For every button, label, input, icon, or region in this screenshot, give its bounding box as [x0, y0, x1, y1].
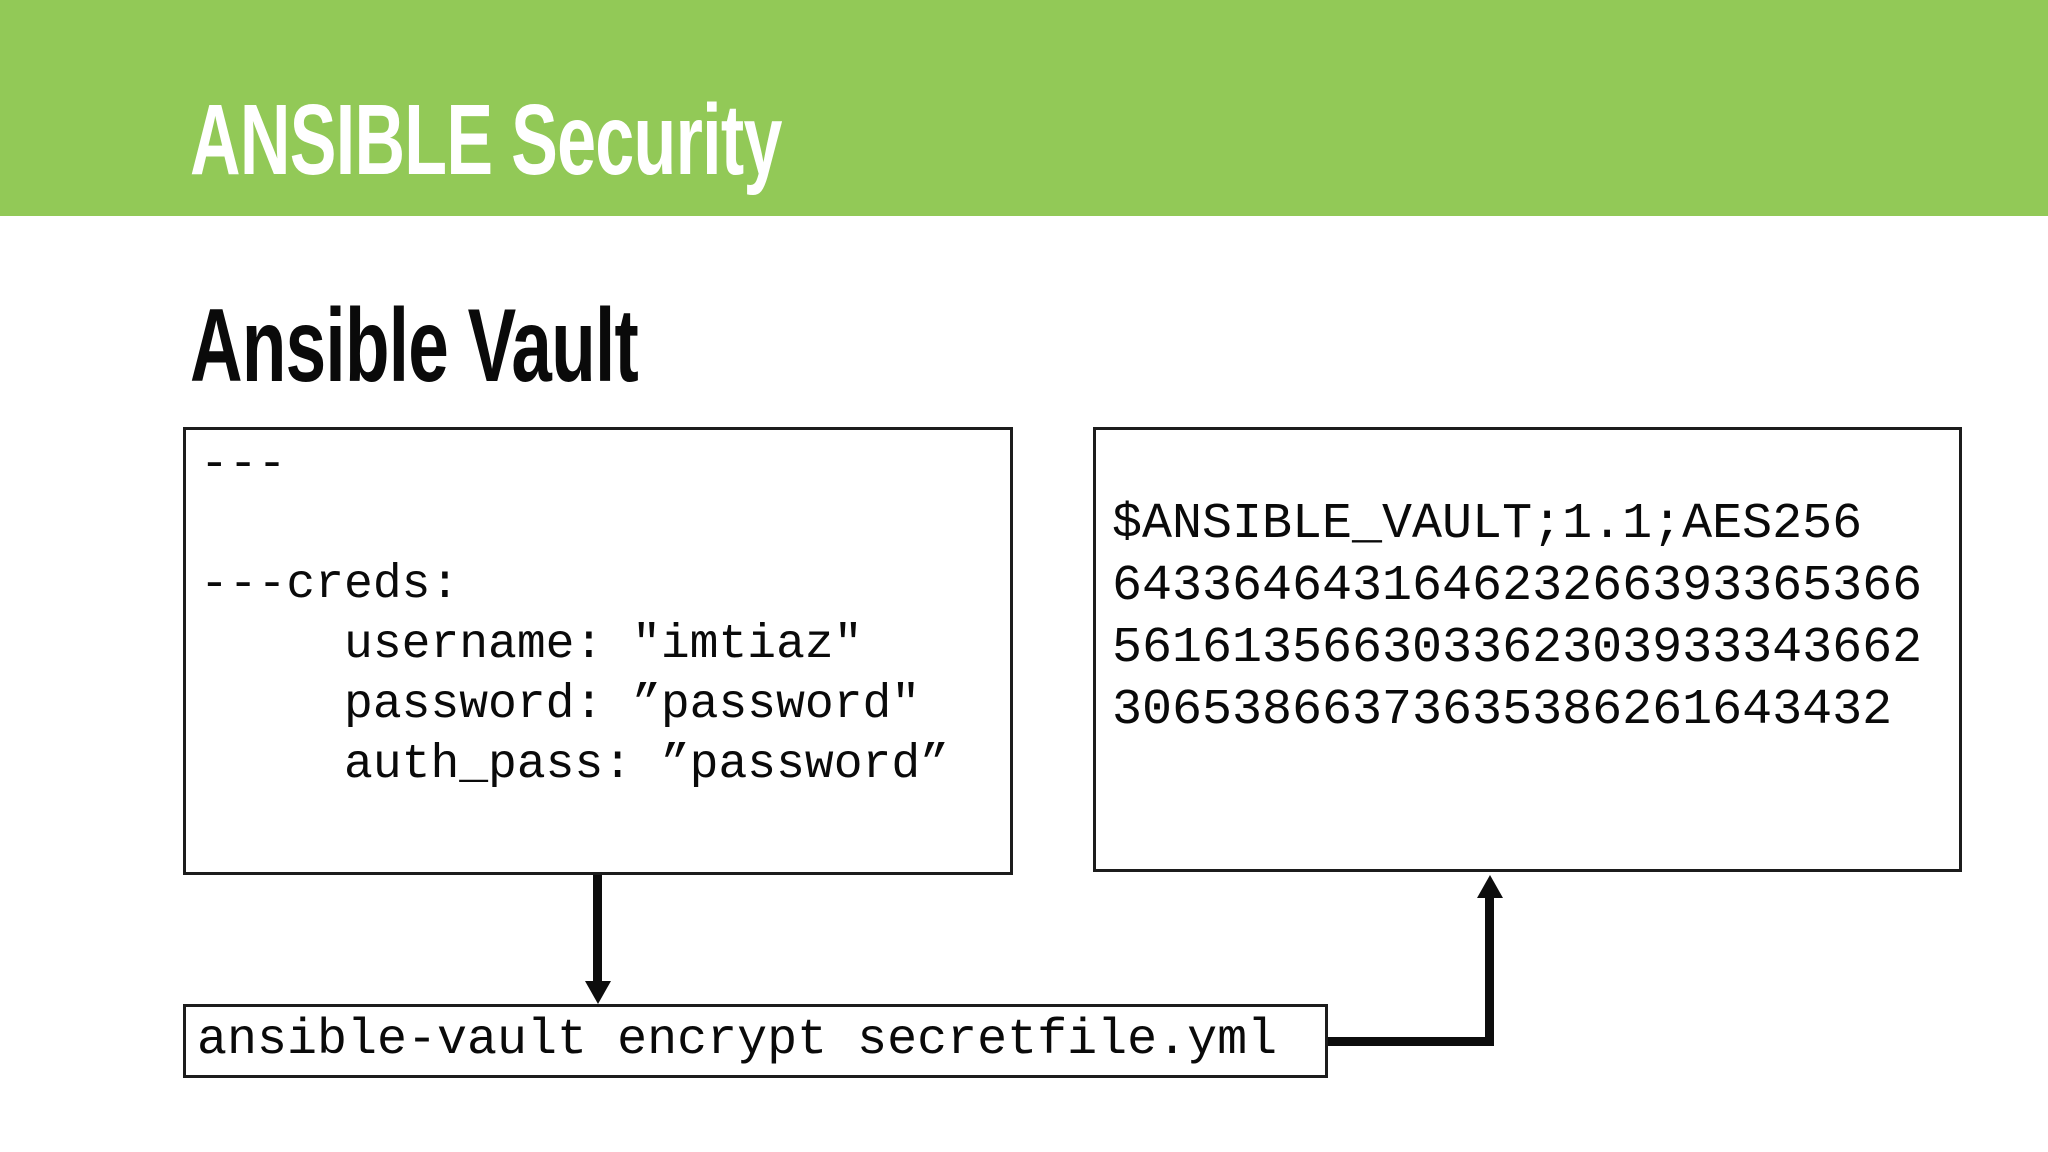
down-arrow-shaft: [593, 875, 602, 983]
encrypted-vault-code: $ANSIBLE_VAULT;1.1;AES256 64336464316462…: [1112, 496, 1923, 739]
elbow-arrow-vertical: [1485, 897, 1494, 1046]
down-arrow-icon: [585, 981, 611, 1004]
plaintext-yaml-box: --- ---creds: username: "imtiaz" passwor…: [183, 427, 1013, 875]
encrypted-vault-box: $ANSIBLE_VAULT;1.1;AES256 64336464316462…: [1093, 427, 1962, 872]
up-arrow-icon: [1477, 875, 1503, 898]
page-title: Ansible Vault: [190, 288, 639, 404]
command-text: ansible-vault encrypt secretfile.yml: [197, 1012, 1278, 1069]
plaintext-yaml-code: --- ---creds: username: "imtiaz" passwor…: [200, 438, 949, 792]
command-box: ansible-vault encrypt secretfile.yml: [183, 1004, 1328, 1078]
slide-header-title: ANSIBLE Security: [190, 84, 782, 196]
elbow-arrow-horizontal: [1328, 1037, 1494, 1046]
header-bar: ANSIBLE Security: [0, 0, 2048, 216]
